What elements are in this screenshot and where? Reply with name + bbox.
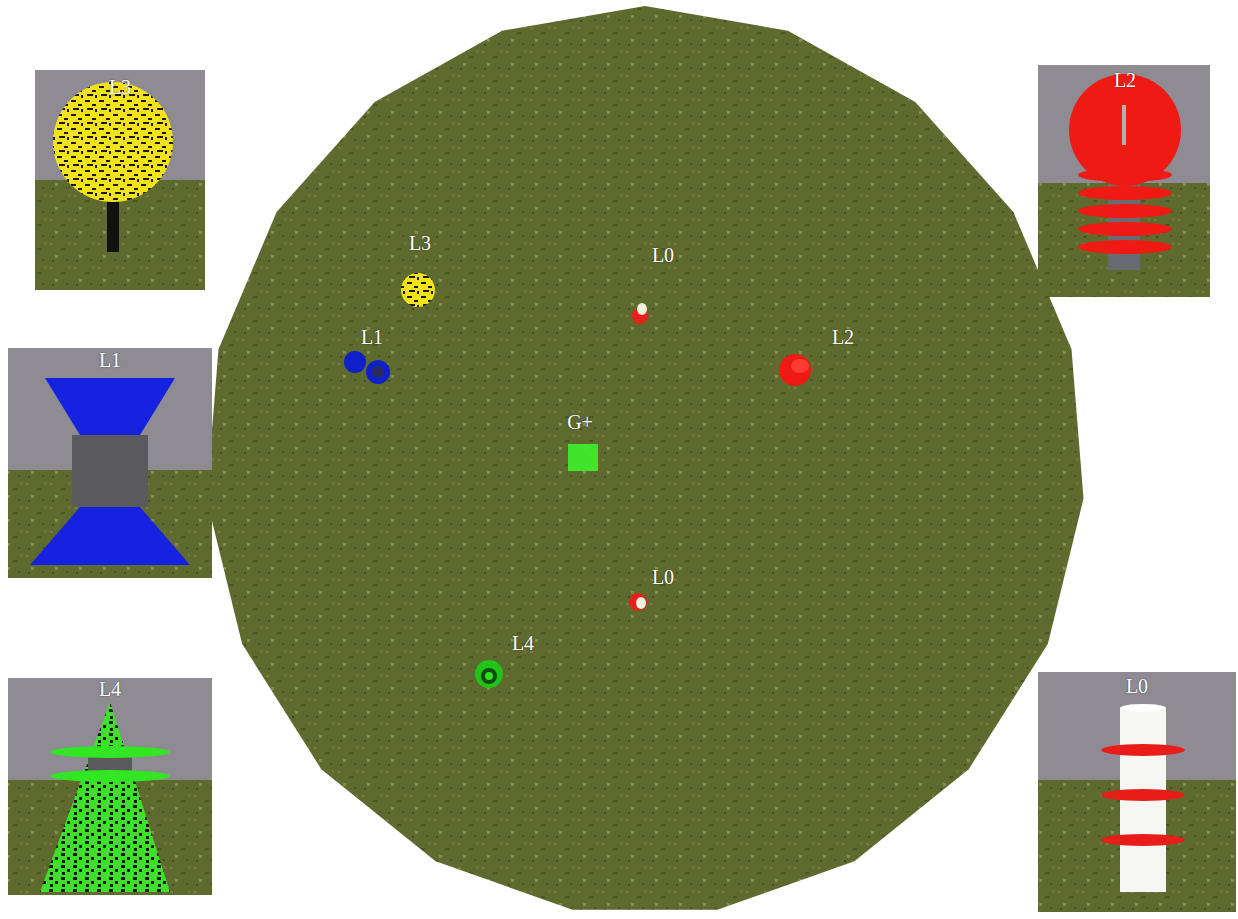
inset-l2 bbox=[1038, 65, 1210, 297]
inset-title: L0 bbox=[1126, 676, 1148, 696]
landmark-label: L0 bbox=[652, 567, 674, 587]
landmark-label: L2 bbox=[832, 327, 854, 347]
inset-title: L2 bbox=[1114, 70, 1136, 90]
goal-label: G+ bbox=[567, 412, 593, 432]
inset-title: L3 bbox=[109, 77, 131, 97]
inset-title: L4 bbox=[99, 679, 121, 699]
inset-l1 bbox=[8, 348, 212, 578]
map-markers bbox=[344, 273, 811, 688]
arena-floor bbox=[207, 6, 1084, 910]
landmark-label: L3 bbox=[409, 233, 431, 253]
inset-l4 bbox=[8, 678, 212, 895]
landmark-label: L0 bbox=[652, 245, 674, 265]
inset-title: L1 bbox=[99, 350, 121, 370]
inset-l0 bbox=[1038, 672, 1236, 912]
landmark-label: L1 bbox=[361, 327, 383, 347]
inset-l3 bbox=[35, 70, 205, 290]
landmark-label: L4 bbox=[512, 633, 534, 653]
